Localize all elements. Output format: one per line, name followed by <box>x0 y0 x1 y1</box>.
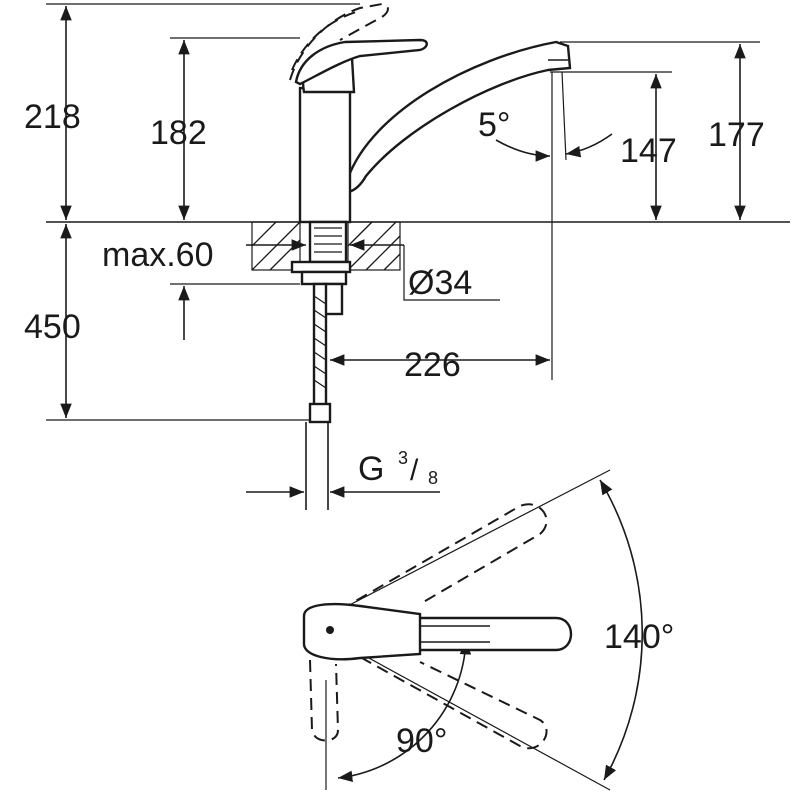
lever-height-label: 182 <box>150 114 207 152</box>
connection-numerator: 3 <box>398 448 408 468</box>
hose-length-label: 450 <box>24 308 81 346</box>
counter-section-hatch <box>251 221 401 271</box>
faucet-top-view <box>302 469 643 791</box>
connection-denominator: 8 <box>428 468 438 488</box>
spout-height-label: 147 <box>620 132 677 170</box>
swivel-angle-label: 140° <box>604 618 674 656</box>
projection-label: 226 <box>404 346 461 384</box>
max-thickness-label: max.60 <box>102 236 214 274</box>
faucet-side-view <box>289 2 572 224</box>
spout-height-max-label: 177 <box>708 116 765 154</box>
dimension-lines <box>46 3 760 498</box>
hole-diameter-label: Ø34 <box>408 264 472 302</box>
lever-angle-label: 90° <box>396 722 447 760</box>
total-height-label: 218 <box>24 98 81 136</box>
mounting-assembly <box>290 220 352 510</box>
connection-thread-label: G 3 / 8 <box>358 448 438 488</box>
spout-angle-label: 5° <box>478 106 511 144</box>
connection-prefix: G <box>358 450 384 488</box>
connection-separator: / <box>410 454 419 487</box>
